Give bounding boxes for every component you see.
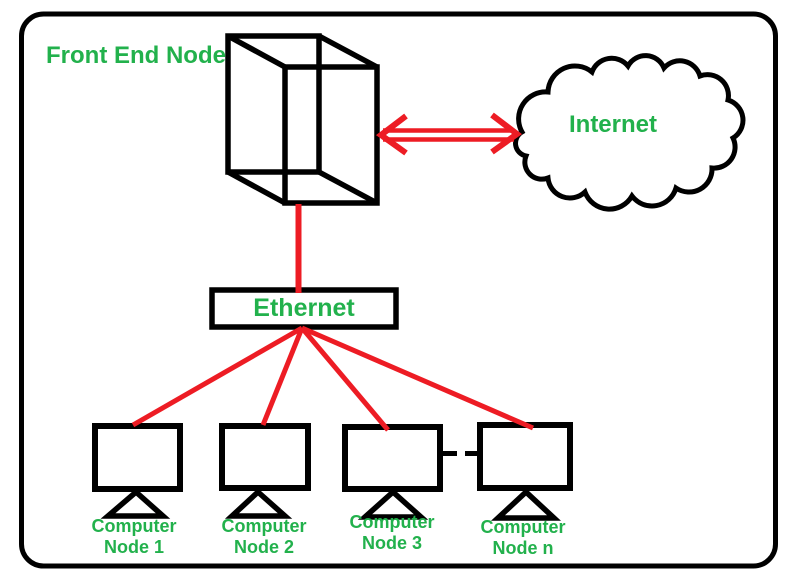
- ethernet-to-node-2-link: [260, 327, 305, 426]
- node-label-line1: Computer: [221, 516, 307, 536]
- diagram-border: [19, 11, 778, 569]
- server-cube-icon: [225, 33, 380, 206]
- ethernet-label: Ethernet: [253, 294, 355, 322]
- internet-label: Internet: [568, 111, 657, 138]
- computer-node-2-label: Computer Node 2: [209, 516, 319, 558]
- ethernet-to-node-1-link: [131, 325, 304, 428]
- computer-node-3-label: Computer Node 3: [337, 512, 447, 554]
- node-label-line1: Computer: [91, 516, 177, 536]
- computer-node-2-monitor-icon: [219, 423, 311, 519]
- front-end-node-label: Front End Node: [46, 42, 226, 69]
- computer-node-n-monitor-icon: [477, 422, 573, 521]
- computer-node-1-label: Computer Node 1: [79, 516, 189, 558]
- node-label-line2: Node 3: [361, 533, 422, 553]
- node-label-line2: Node 2: [233, 537, 294, 557]
- node-label-line1: Computer: [349, 512, 435, 532]
- double-headed-arrow-icon: [375, 112, 523, 156]
- computer-node-1-monitor-icon: [92, 423, 183, 519]
- ethernet-to-node-3-link: [300, 326, 390, 432]
- node-label-line1: Computer: [480, 517, 566, 537]
- node-label-line2: Node 1: [103, 537, 164, 557]
- computer-node-n-label: Computer Node n: [468, 517, 578, 559]
- node-label-line2: Node n: [492, 538, 554, 558]
- cloud-icon: [513, 53, 746, 212]
- computer-node-3-monitor-icon: [342, 424, 443, 520]
- ethernet-to-node-n-link: [301, 325, 534, 431]
